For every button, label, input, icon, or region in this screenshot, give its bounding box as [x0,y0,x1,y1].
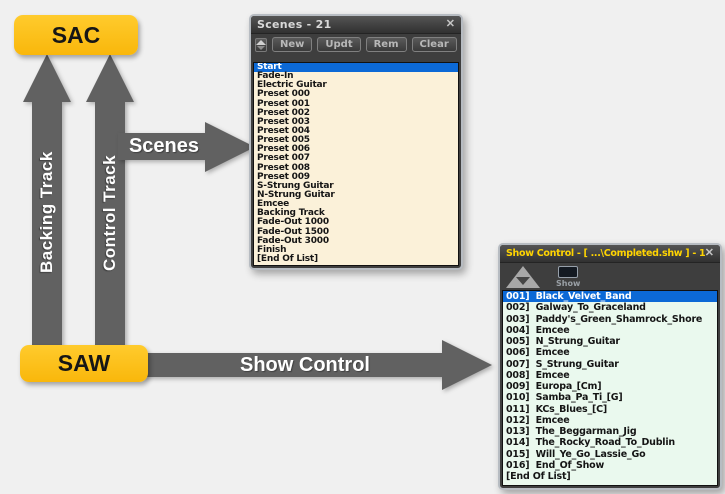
rollup-button[interactable] [506,265,540,288]
close-icon[interactable]: ✕ [445,18,455,30]
scene-list-item[interactable]: S-Strung Guitar [257,180,334,191]
scene-list-item[interactable]: [End Of List] [257,253,318,264]
triangle-down-icon [516,277,530,285]
arrow-shaft [32,100,62,350]
show-list-item[interactable]: 016] End_Of_Show [506,459,605,471]
triangle-down-icon [257,45,265,50]
arrow-up-head [23,54,71,102]
show-control-titlebar[interactable]: Show Control - [ ...\Completed.shw ] - 1… [500,245,720,263]
scenes-titlebar[interactable]: Scenes - 21 ✕ [251,16,461,34]
show-list-item[interactable]: 003] Paddy's_Green_Shamrock_Shore [506,313,703,325]
scene-list-item[interactable]: Preset 006 [257,144,310,155]
scenes-toolbar-buttons: New Updt Rem Clear [272,37,457,52]
scenes-toolbar: New Updt Rem Clear Recall [251,34,461,55]
show-button-group: Show [556,266,580,288]
recall-button[interactable]: Recall [462,37,463,52]
show-list-item[interactable]: 010] Samba_Pa_Ti_[G] [506,392,623,404]
show-list-item[interactable]: 013] The_Beggarman_Jig [506,426,637,437]
scenes-label: Scenes [128,135,200,157]
scene-list-item[interactable]: Preset 004 [257,125,310,136]
close-icon[interactable]: ✕ [704,247,714,259]
scene-list-item[interactable]: Preset 000 [257,89,310,100]
show-list-item[interactable]: 014] The_Rocky_Road_To_Dublin [506,437,675,449]
scene-list-item[interactable]: Preset 008 [257,162,310,173]
show-button[interactable] [558,266,579,278]
scene-list-item[interactable]: Preset 003 [257,116,310,127]
show-control-window-title: Show Control - [ ...\Completed.shw ] - 1… [506,248,705,259]
scene-list-item[interactable]: Fade-Out 1000 [257,217,329,228]
scenes-toolbar-button[interactable]: Rem [365,37,407,52]
triangle-up-icon [256,39,266,45]
scene-list-item[interactable]: Electric Guitar [257,80,327,91]
show-list-item[interactable]: 015] Will_Ye_Go_Lassie_Go [506,448,646,460]
scene-list-item[interactable]: Finish [257,244,287,255]
arrow-up-head [86,54,134,102]
sac-node: SAC [14,15,138,55]
show-list-item[interactable]: 007] S_Strung_Guitar [506,358,619,370]
scene-list-item[interactable]: N-Strung Guitar [257,189,335,200]
show-control-window: Show Control - [ ...\Completed.shw ] - 1… [498,243,722,490]
show-list-item[interactable]: 009] Europa_[Cm] [506,381,602,392]
show-list-item[interactable]: [End Of List] [506,471,571,482]
scene-list-item[interactable]: Backing Track [257,208,325,219]
arrow-shaft [142,353,443,377]
control-track-label: Control Track [100,154,119,271]
show-list-item[interactable]: 012] Emcee [506,414,570,426]
scenes-toolbar-button[interactable]: New [272,37,313,52]
scene-list-item[interactable]: Start [254,63,458,73]
show-button-label: Show [556,279,581,288]
show-control-toolbar: Show [500,263,720,290]
scenes-toolbar-button[interactable]: Updt [317,37,361,52]
show-list-item[interactable]: 005] N_Strung_Guitar [506,336,620,347]
scene-list-item[interactable]: Fade-Out 3000 [257,235,329,246]
scene-list-item[interactable]: Preset 005 [257,135,310,146]
scenes-window-title: Scenes - 21 [257,18,332,31]
arrow-right-head [205,122,255,172]
show-list-item[interactable]: 008] Emcee [506,369,570,381]
arrow-right-head [442,340,492,390]
scene-list-item[interactable]: Preset 007 [257,153,310,164]
show-control-label: Show Control [240,353,370,376]
scene-list-item[interactable]: Preset 001 [257,98,310,109]
show-list-item[interactable]: 002] Galway_To_Graceland [506,302,646,314]
scenes-toolbar-button[interactable]: Clear [411,37,457,52]
show-list-item[interactable]: 001] Black_Velvet_Band [503,291,717,303]
scenes-window: Scenes - 21 ✕ New Updt Rem Clear Recall Sta… [249,14,463,270]
scene-list-item[interactable]: Fade-Out 1500 [257,226,329,237]
scene-list-item[interactable]: Preset 009 [257,171,310,182]
show-list-item[interactable]: 004] Emcee [506,324,570,336]
show-list-item[interactable]: 006] Emcee [506,347,570,359]
arrow-shaft [118,133,208,160]
saw-node: SAW [20,345,148,382]
show-list-item[interactable]: 011] KCs_Blues_[C] [506,403,608,415]
backing-track-label: Backing Track [37,151,56,274]
rollup-button[interactable] [255,37,267,52]
scene-list-item[interactable]: Emcee [257,199,290,210]
scene-list-item[interactable]: Fade-In [257,71,294,82]
scene-list-item[interactable]: Preset 002 [257,107,310,118]
